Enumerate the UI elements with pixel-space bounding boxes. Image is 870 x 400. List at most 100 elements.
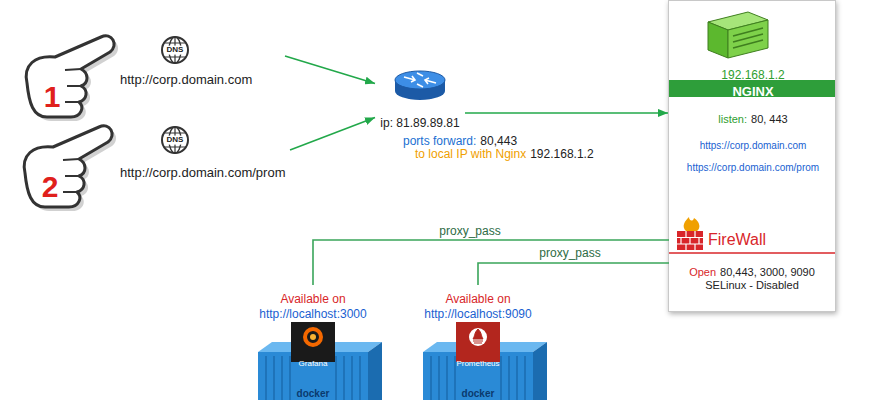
container-brand: docker (297, 388, 330, 400)
globe-outline (162, 127, 188, 153)
text-line: Open 80,443, 3000, 9090 (669, 261, 835, 280)
edge-label: proxy_pass (539, 247, 600, 260)
connector-group (285, 56, 669, 285)
text-line: http://localhost:9090 (408, 303, 548, 322)
forward-note: to local IP with Nginx (415, 147, 526, 161)
text-line: https://corp.domain.com/prom (669, 156, 837, 175)
forward-arrow (285, 56, 375, 84)
callout-number: 2 (42, 170, 59, 203)
service-url: http://localhost:9090 (424, 307, 531, 321)
proxy-line (478, 263, 669, 285)
open-label: Open (689, 266, 716, 279)
pointing-hand (24, 126, 116, 211)
text-line: docker (243, 382, 383, 400)
router-node: ip: 81.89.89.81ports forward:80,443to lo… (375, 68, 465, 130)
text-line: ip: 81.89.89.81 (355, 112, 485, 131)
url-entry: http://corp.domain.com/prom (120, 150, 315, 182)
url-entry: http://corp.domain.com (120, 56, 285, 88)
firewall-title: FireWall (708, 230, 766, 249)
open-ports: 80,443, 3000, 9090 (720, 266, 815, 279)
router-arrows (404, 73, 436, 87)
server-slots (733, 28, 763, 48)
text-line: 192.168.1.2 (669, 64, 837, 83)
dns-badge: DNS (166, 46, 185, 55)
service-url: http://localhost:3000 (259, 307, 366, 321)
text-line: Grafana (243, 351, 383, 370)
firewall-bricks (677, 231, 703, 250)
text-line: docker (408, 382, 548, 400)
server-front (708, 22, 728, 58)
pointing-hand (26, 36, 118, 121)
finger-crease (63, 159, 79, 192)
server-ip: 192.168.1.2 (721, 68, 784, 82)
dns-globe (162, 37, 188, 63)
prometheus-logo-box (456, 322, 500, 362)
app-name: Grafana (299, 359, 328, 369)
prometheus-flame (473, 329, 483, 343)
nginx-server-panel: 192.168.1.2NGINX listen: 80, 443 https://co… (668, 0, 836, 312)
availability-label: Available on (280, 292, 345, 306)
globe-grid (164, 37, 186, 63)
firewall-icon (677, 217, 703, 250)
router-top (395, 71, 445, 89)
local-ip: 192.168.1.2 (530, 147, 593, 161)
availability-label: Available on (445, 292, 510, 306)
text-line: to local IP with Nginx 192.168.1.2 (415, 143, 735, 162)
router-icon (395, 71, 445, 100)
url-text: http://corp.domain.com (120, 72, 252, 88)
container-front (423, 352, 533, 400)
text-line: Prometheus (408, 351, 548, 370)
listen-label: listen: (718, 113, 747, 126)
text-line: https://corp.domain.com (669, 134, 837, 153)
site-url: https://corp.domain.com (700, 140, 807, 152)
grafana-logo-box (291, 322, 335, 362)
site-url: https://corp.domain.com/prom (687, 162, 819, 174)
container-ridges (431, 356, 525, 400)
text-line: Available on (408, 288, 548, 307)
text-line: FireWall (708, 230, 828, 249)
proxy-line (313, 240, 669, 285)
listen-ports: 80, 443 (751, 113, 788, 126)
grafana-logo-core (310, 334, 316, 340)
port-forward-label: ports forward: (403, 134, 476, 148)
firewall-section: FireWallOpen 80,443, 3000, 9090SELinux - … (669, 222, 835, 292)
text-line: listen: 80, 443 (669, 108, 837, 127)
grafana-logo (305, 329, 321, 345)
docker-container: Available onhttp://localhost:9090Prometh… (408, 285, 548, 400)
globe-outline (162, 37, 188, 63)
finger-crease (65, 69, 81, 102)
edge-label: proxy_pass (439, 225, 500, 238)
firewall-wall (677, 231, 703, 250)
forward-arrow (290, 118, 375, 150)
docker-container: Available onhttp://localhost:3000Grafana… (243, 285, 383, 400)
text-line: Available on (243, 288, 383, 307)
text-line: http://corp.domain.com/prom (120, 162, 315, 181)
prometheus-logo (469, 328, 487, 346)
app-name: Prometheus (456, 359, 499, 369)
callout-number: 1 (44, 80, 61, 113)
text-line: SELinux - Disabled (669, 274, 835, 293)
url-text: http://corp.domain.com/prom (120, 165, 285, 181)
server-name: NGINX (732, 84, 773, 100)
server-icon (708, 12, 768, 58)
container-ridges (266, 356, 360, 400)
forward-arrow (465, 112, 668, 114)
dns-globe (162, 127, 188, 153)
globe-grid (164, 127, 186, 153)
port-list: 80,443 (480, 134, 517, 148)
firewall-divider (669, 252, 835, 254)
dns-badge: DNS (166, 136, 185, 145)
docker-container-icon (258, 322, 382, 400)
container-side (533, 342, 547, 400)
hand-outline (24, 126, 112, 207)
hand-outline (26, 36, 114, 117)
server-side (728, 20, 768, 58)
container-side (368, 342, 382, 400)
container-brand: docker (462, 388, 495, 400)
text-line: http://corp.domain.com (120, 69, 285, 88)
